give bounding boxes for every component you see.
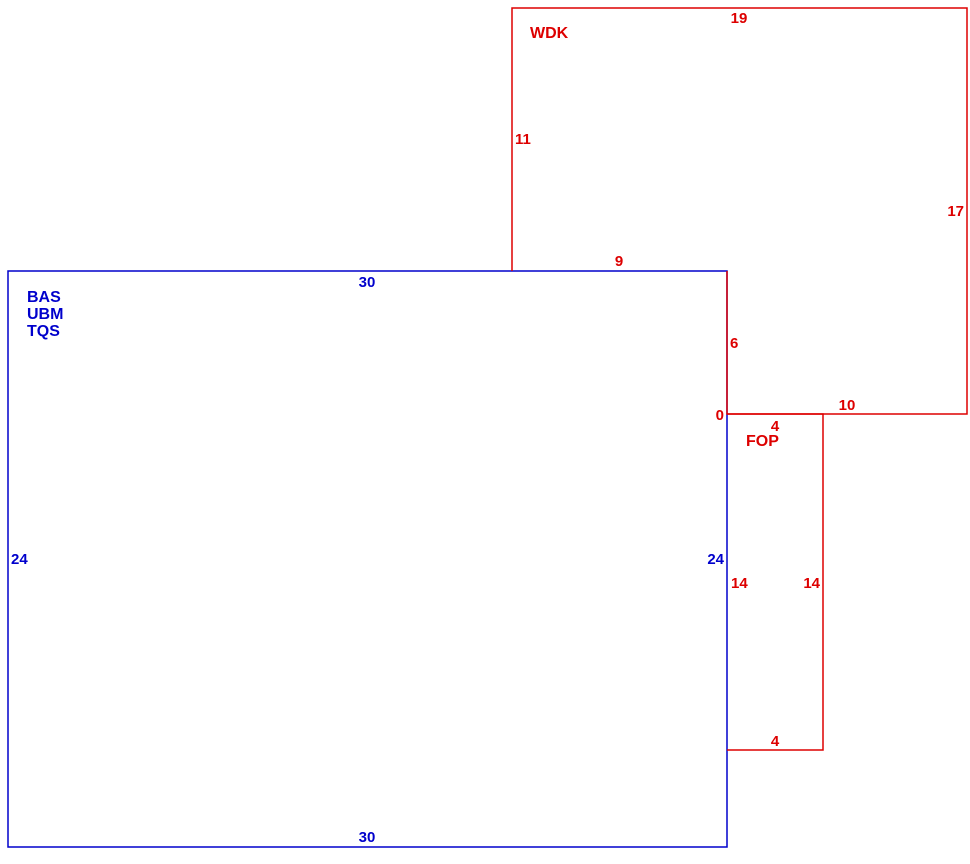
blue-room-outline [7,270,728,848]
fop-room-dim-bottom: 4 [771,733,780,750]
blue-room-dim-left: 24 [11,551,28,568]
wdk-room-dim-top: 19 [731,10,748,27]
fop-room: FOP 4 4 14 14 [727,413,824,751]
blue-room-dim-top: 30 [359,274,376,291]
wdk-room: WDK 19 11 17 9 6 10 0 [511,7,968,424]
fop-room-name: FOP [746,433,779,450]
blue-room-name-3: TQS [27,323,60,340]
fop-room-dim-right: 14 [803,575,820,592]
fop-room-dim-left: 14 [731,575,748,592]
fop-room-outline [727,413,824,751]
blue-room-name-1: BAS [27,289,61,306]
blue-room-name-2: UBM [27,306,63,323]
wdk-room-dim-left: 11 [515,131,531,148]
wdk-room-dim-bottom-right: 10 [839,397,856,414]
wdk-room-dim-right: 17 [947,203,964,220]
wdk-room-dim-inner-vertical: 6 [730,335,738,352]
wdk-room-name: WDK [530,25,569,42]
wdk-room-dim-corner: 0 [716,407,724,424]
wdk-room-dim-bottom-left: 9 [615,253,623,270]
blue-room: BAS UBM TQS 30 30 24 24 [7,270,728,848]
blue-room-dim-right: 24 [707,551,724,568]
fop-room-dim-top: 4 [771,418,780,435]
wdk-room-outline [511,7,968,415]
blue-room-dim-bottom: 30 [359,829,376,846]
